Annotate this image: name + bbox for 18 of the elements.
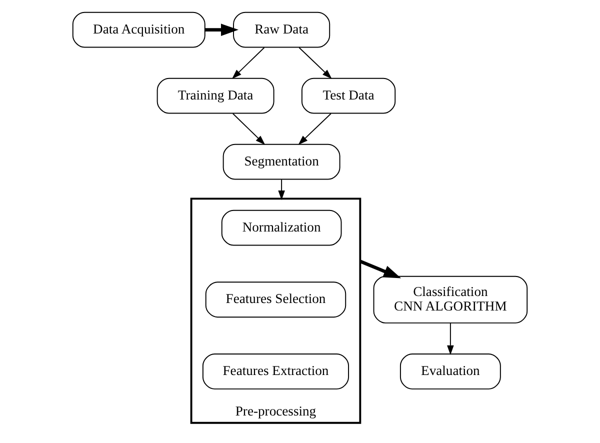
node-box: Classification CNN ALGORITHM (373, 276, 528, 324)
node-box: Data Acquisition (72, 12, 206, 48)
node-box: Normalization (221, 210, 342, 246)
node-box: Features Extraction (202, 354, 350, 390)
arrow (204, 24, 238, 36)
node-box: Segmentation (222, 144, 340, 180)
node-box: Features Selection (205, 282, 346, 318)
node-box: Evaluation (400, 354, 501, 390)
arrow (298, 113, 332, 145)
arrow (360, 260, 402, 278)
arrow (232, 47, 265, 79)
arrow (447, 322, 454, 356)
node-box: Test Data (301, 78, 396, 114)
node-box: Raw Data (233, 12, 330, 48)
arrow (232, 113, 266, 145)
node-box: Training Data (156, 78, 274, 114)
arrow (278, 179, 285, 200)
arrow (298, 47, 332, 79)
